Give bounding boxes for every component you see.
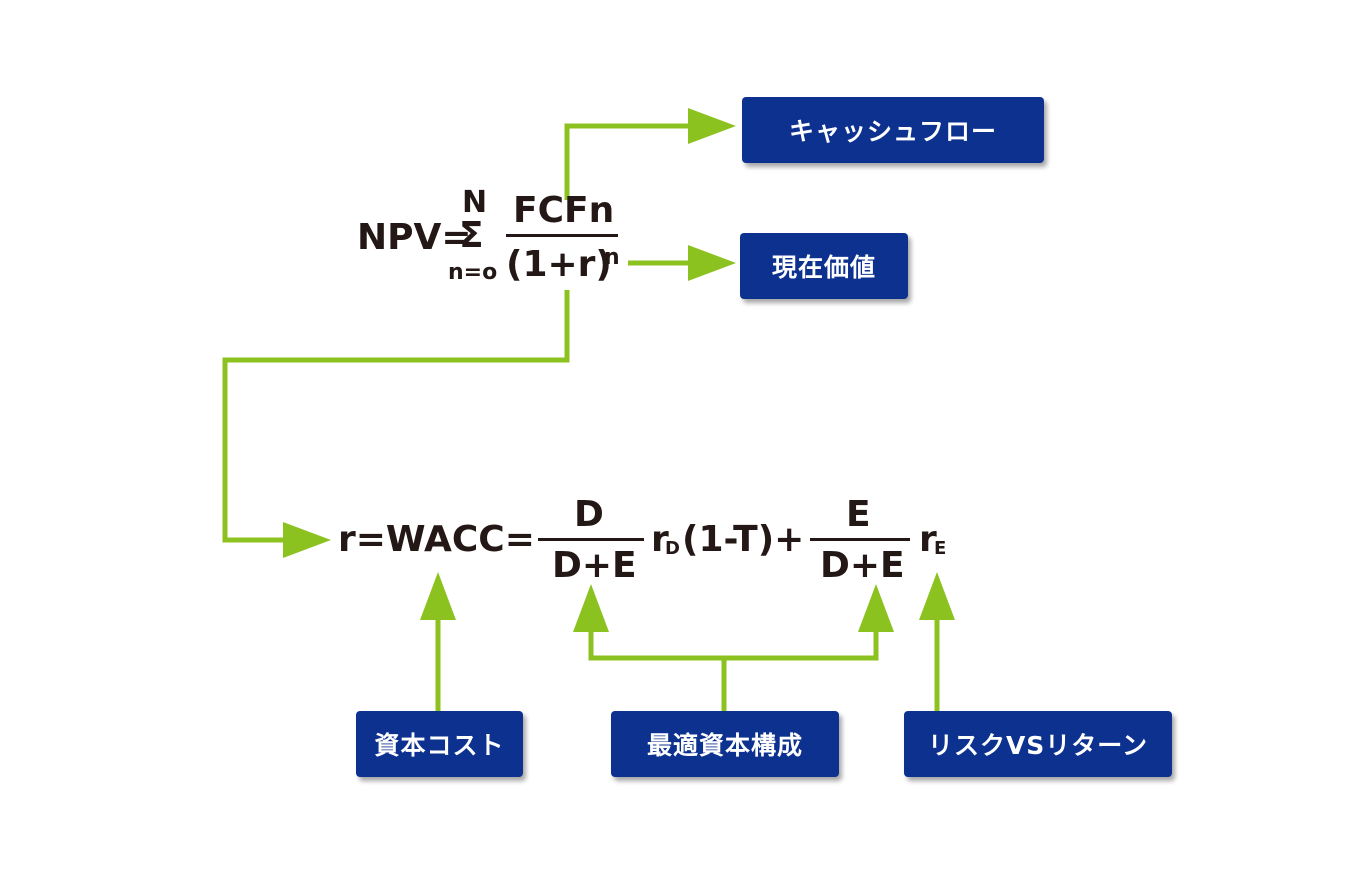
npv-sum-lower: n=o bbox=[448, 260, 498, 285]
npv-sigma: Σ bbox=[459, 215, 484, 256]
wacc-re: r bbox=[919, 519, 937, 560]
wacc-rd-subscript: D bbox=[665, 538, 680, 559]
arrow-head-frac2 bbox=[858, 584, 894, 632]
wacc-frac2-numerator: E bbox=[846, 494, 871, 535]
present-value-box: 現在価値 bbox=[740, 233, 908, 299]
npv-fraction-bar bbox=[506, 234, 618, 237]
wacc-frac1-denominator: D+E bbox=[552, 545, 637, 586]
wacc-lhs: r=WACC= bbox=[338, 519, 535, 560]
risk-vs-return-box: リスクVSリターン bbox=[904, 711, 1172, 777]
connector-numerator-to-cashflow bbox=[564, 123, 695, 200]
wacc-frac1-bar bbox=[538, 538, 644, 541]
wacc-frac2-bar bbox=[810, 538, 910, 541]
wacc-frac2-denominator: D+E bbox=[820, 545, 905, 586]
wacc-frac1-numerator: D bbox=[574, 494, 604, 535]
arrow-head-frac1 bbox=[573, 584, 609, 632]
arrow-head-wacc bbox=[283, 522, 331, 558]
wacc-re-subscript: E bbox=[934, 538, 947, 559]
arrow-head-cashflow bbox=[688, 108, 736, 144]
cash-flow-box: キャッシュフロー bbox=[742, 97, 1044, 163]
wacc-rd: r bbox=[651, 519, 669, 560]
npv-exponent: n bbox=[604, 245, 620, 270]
connector-structure-to-fractions bbox=[588, 620, 879, 661]
npv-lhs: NPV= bbox=[357, 217, 472, 258]
arrow-head-re bbox=[919, 572, 955, 620]
npv-denominator: (1+r) bbox=[506, 244, 612, 285]
arrow-head-present-value bbox=[688, 245, 736, 281]
npv-sum-upper: N bbox=[462, 185, 488, 220]
cost-of-capital-box: 資本コスト bbox=[356, 711, 523, 777]
arrow-head-cost bbox=[420, 572, 456, 620]
npv-numerator: FCFn bbox=[513, 190, 615, 231]
connector-npv-to-wacc bbox=[222, 290, 570, 543]
wacc-middle-term: (1-T)+ bbox=[682, 519, 805, 560]
optimal-capital-structure-box: 最適資本構成 bbox=[611, 711, 839, 777]
